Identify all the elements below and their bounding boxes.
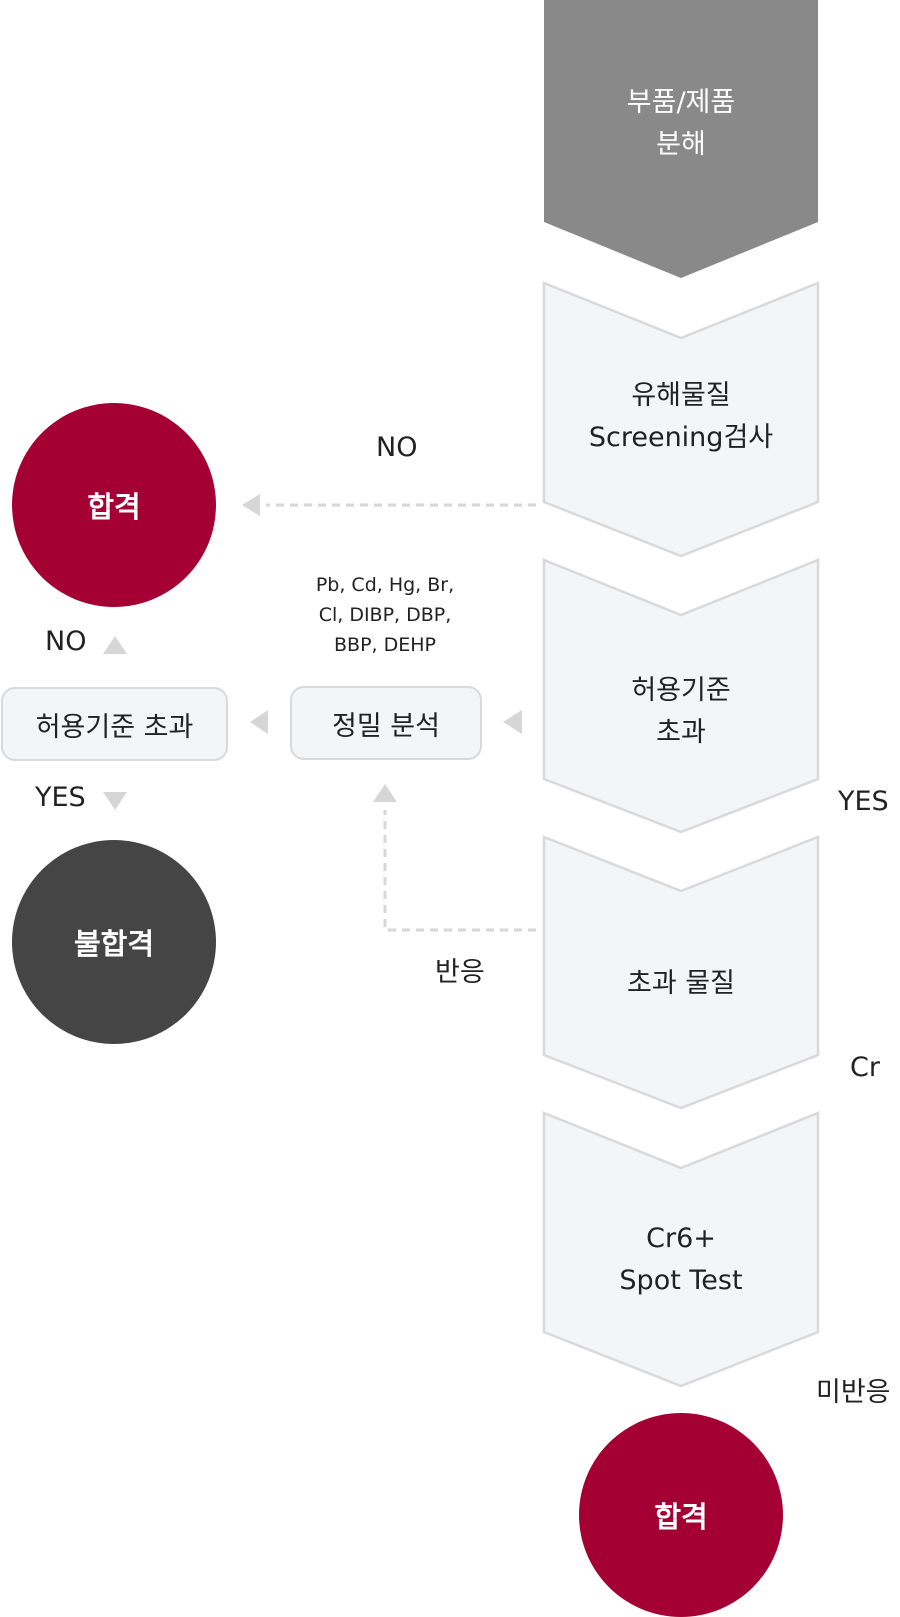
reaction-label: 반응: [435, 957, 485, 988]
stage-exceed-substance-shape: [542, 835, 820, 1110]
stage-limit-shape: [542, 558, 820, 834]
arrow-up-icon: [103, 636, 127, 654]
arrow-left-icon: [242, 494, 260, 516]
screening-no-label: NO: [376, 432, 418, 463]
substances-note: Pb, Cd, Hg, Br, Cl, DIBP, DBP, BBP, DEHP: [315, 574, 455, 656]
left-no-label: NO: [45, 626, 87, 657]
left-yes-label: YES: [35, 782, 86, 813]
arrow-down-icon: [103, 792, 127, 810]
stage-limit-label: 허용기준 초과: [631, 675, 731, 748]
arrow-up-icon: [373, 784, 397, 802]
fail-circle: 불합격: [12, 840, 216, 1044]
precise-analysis-box: 정밀 분석: [290, 686, 482, 760]
stage-screening-shape: [542, 281, 820, 558]
right-yes-label: YES: [838, 786, 889, 817]
pass-circle-top: 합격: [12, 403, 216, 607]
cr-label: Cr: [850, 1052, 880, 1083]
no-reaction-label: 미반응: [816, 1377, 891, 1408]
stage-spot-test-shape: [542, 1111, 820, 1388]
stage-disassembly-shape: [544, 0, 818, 278]
reaction-dashed-line: [383, 810, 536, 932]
stage-exceed-substance-label: 초과 물질: [627, 968, 735, 999]
exceed-limit-box: 허용기준 초과: [1, 687, 228, 761]
arrow-left-icon: [503, 710, 522, 734]
stage-disassembly-label: 부품/제품 분해: [626, 87, 736, 160]
arrow-left-icon: [250, 710, 268, 734]
stage-spot-test-label: Cr6+ Spot Test: [619, 1223, 743, 1296]
stage-screening-label: 유해물질 Screening검사: [588, 380, 774, 453]
pass-circle-bottom: 합격: [579, 1413, 783, 1617]
